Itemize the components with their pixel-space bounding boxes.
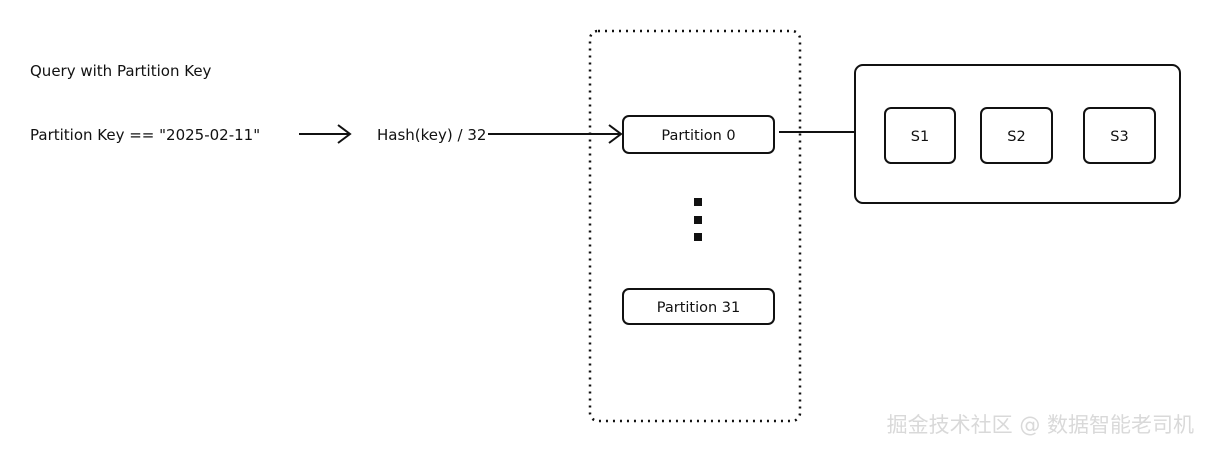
segment-s2: S2	[980, 107, 1053, 164]
arrow-to-hash	[299, 124, 352, 144]
segment-s1-label: S1	[911, 129, 929, 145]
segment-s3-label: S3	[1110, 129, 1128, 145]
vertical-ellipsis-icon	[694, 198, 702, 241]
partition-group-boundary	[588, 29, 802, 423]
segment-s2-label: S2	[1007, 129, 1025, 145]
partition-key-expression: Partition Key == "2025-02-11"	[30, 126, 260, 144]
hash-function-label: Hash(key) / 32	[377, 126, 486, 144]
arrow-to-partition-0	[488, 124, 623, 144]
partition-0-label: Partition 0	[661, 128, 735, 144]
partition-0-node: Partition 0	[622, 115, 775, 154]
segment-s3: S3	[1083, 107, 1156, 164]
partition-31-label: Partition 31	[657, 300, 741, 316]
watermark: 掘金技术社区 @ 数据智能老司机	[887, 413, 1194, 437]
partition-31-node: Partition 31	[622, 288, 775, 325]
segment-s1: S1	[884, 107, 956, 164]
query-title: Query with Partition Key	[30, 62, 212, 80]
